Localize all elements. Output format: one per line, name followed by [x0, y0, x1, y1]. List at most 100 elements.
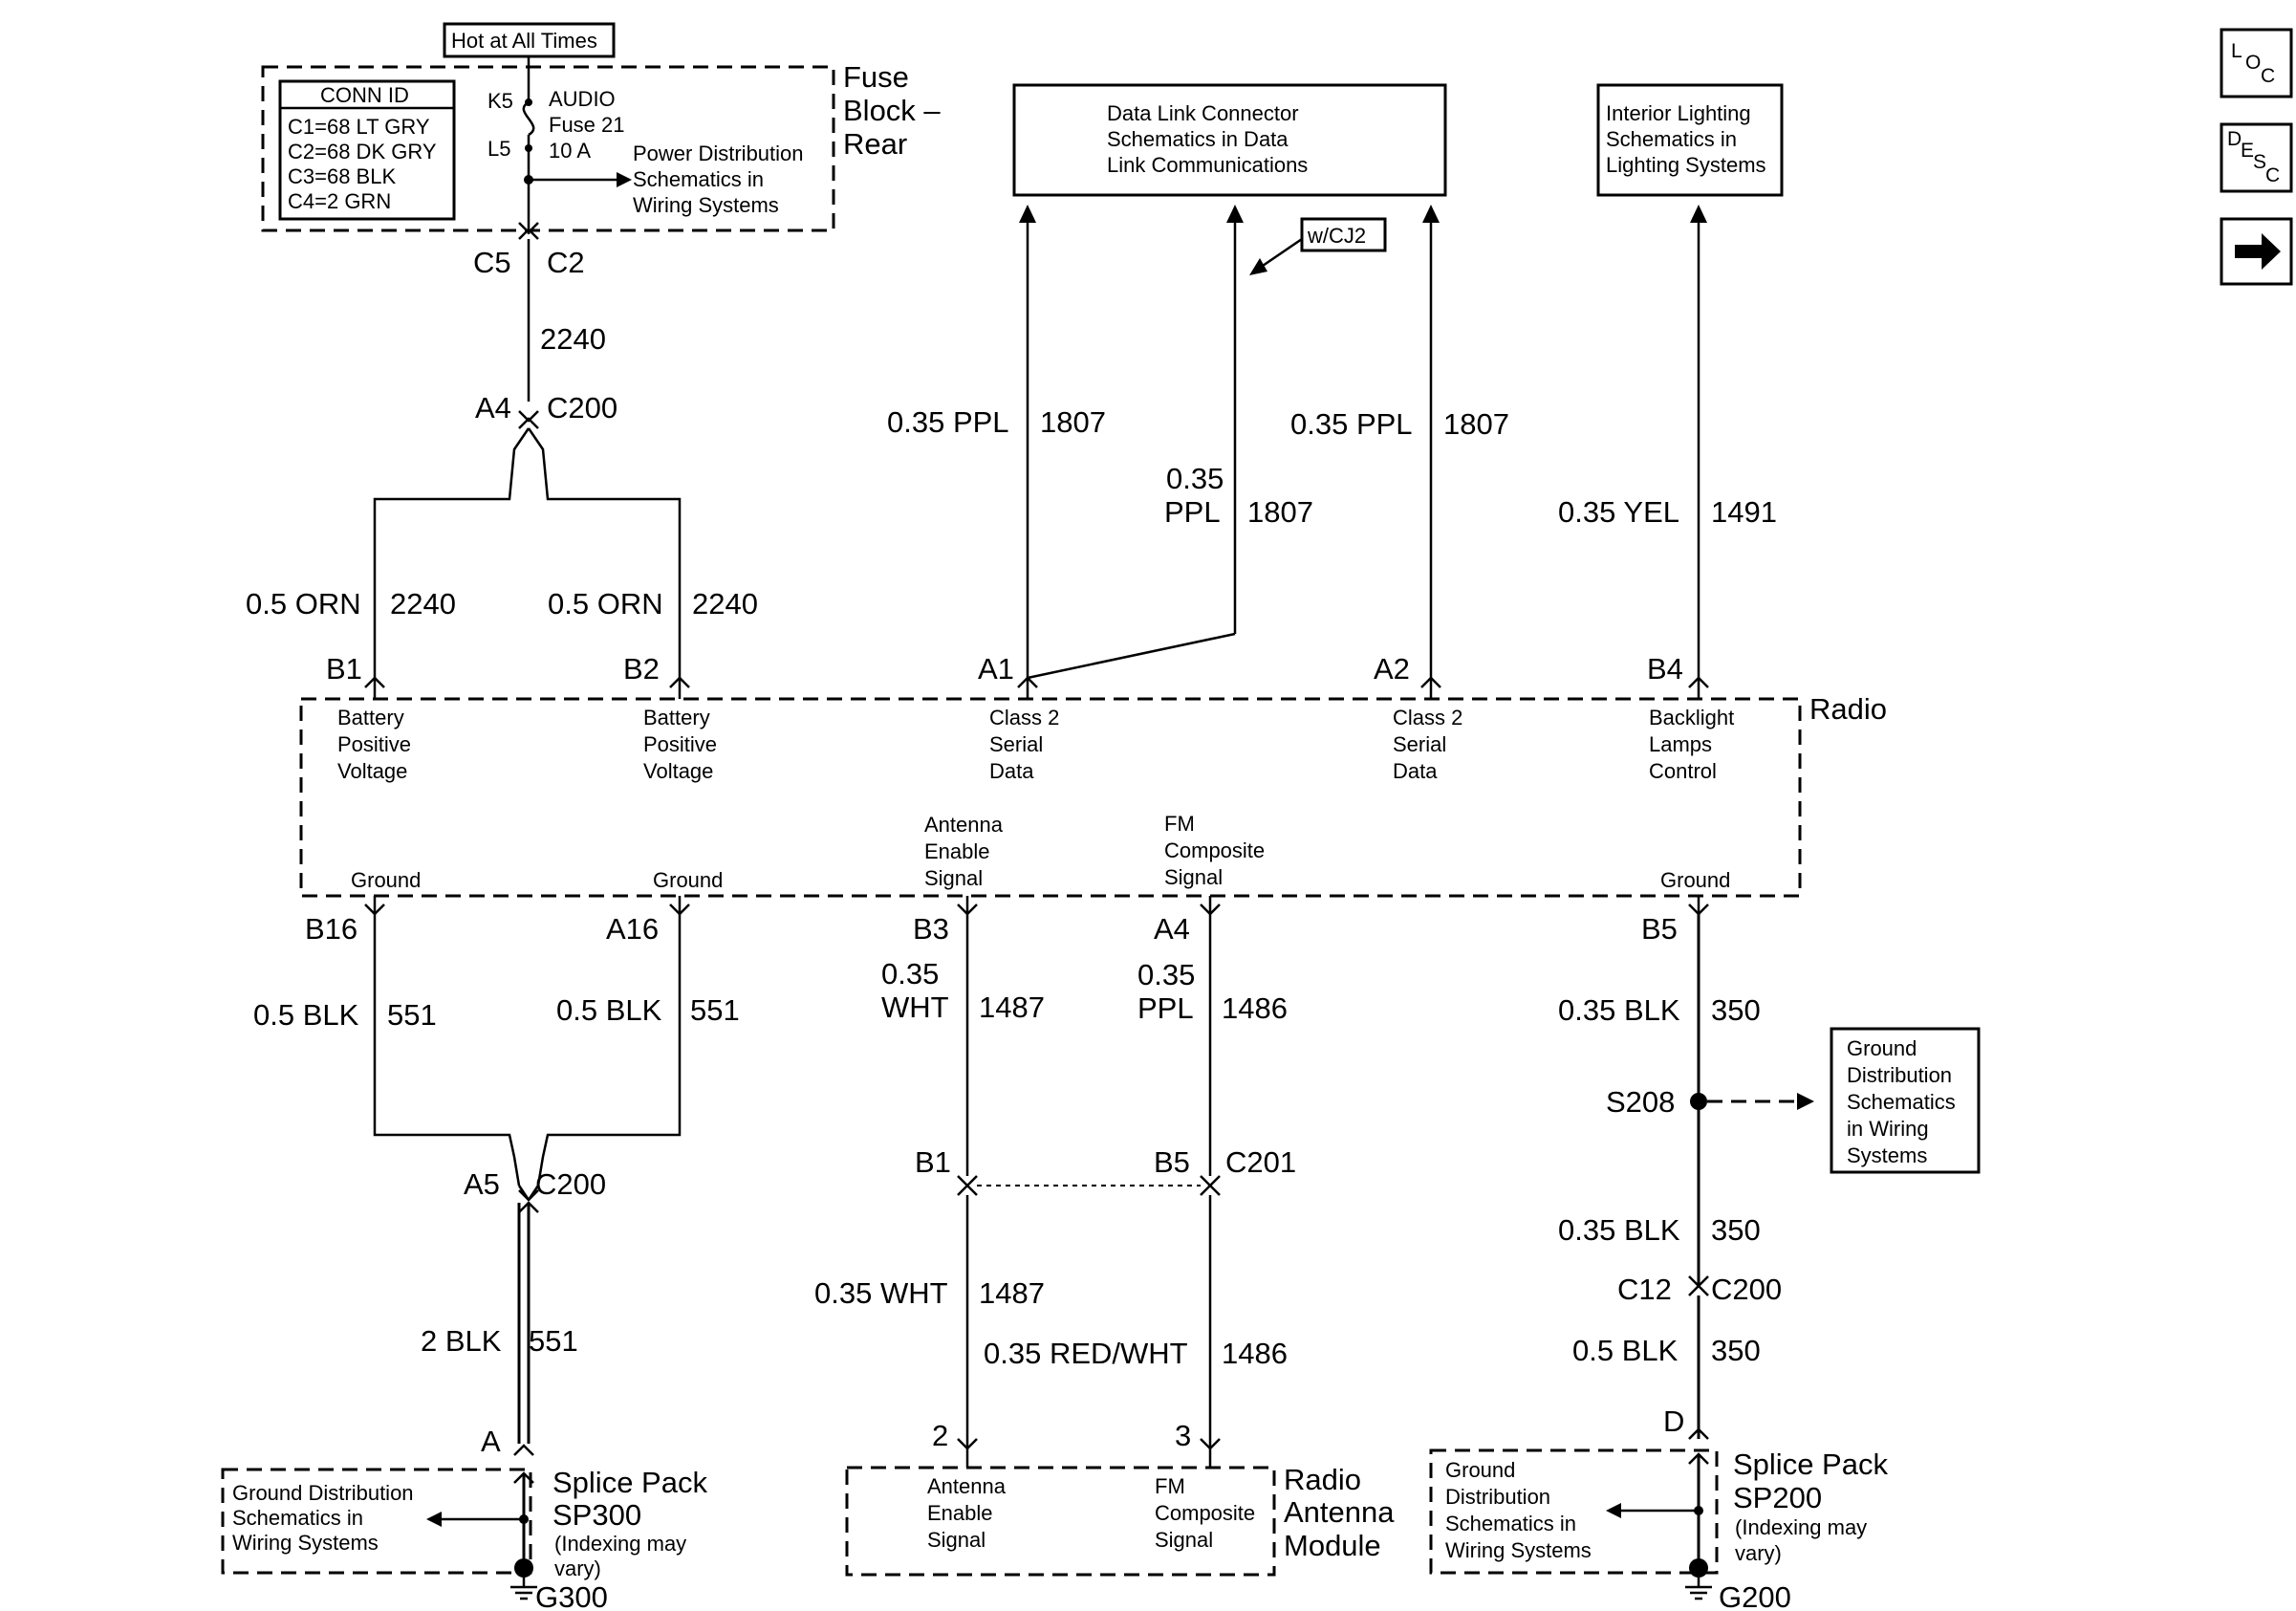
- connector-b5: B5: [1154, 1145, 1190, 1179]
- pin-function-label: Backlight: [1649, 706, 1734, 729]
- pin-function-label: Composite: [1164, 838, 1265, 862]
- circuit-2240: 2240: [540, 322, 606, 356]
- module-function-label: Signal: [1155, 1528, 1213, 1552]
- pin-function-label: Voltage: [337, 759, 407, 783]
- loc-button[interactable]: L O C: [2220, 28, 2293, 98]
- power-distribution-ref: Power Distribution: [633, 142, 804, 165]
- pin-function-label: Battery: [337, 706, 404, 729]
- fuse-block-outline: [261, 65, 835, 232]
- pin-function-label: Serial: [989, 732, 1043, 756]
- lighting-ref-text: Schematics in: [1606, 127, 1737, 151]
- splice-pack-id: SP200: [1733, 1481, 1822, 1514]
- pin-a16: A16: [606, 912, 659, 946]
- loc-letter-o: O: [2245, 52, 2261, 74]
- desc-letter-e: E: [2241, 140, 2254, 162]
- antenna-module-title: Antenna: [1284, 1495, 1395, 1529]
- option-cj2-label: w/CJ2: [1307, 224, 1366, 248]
- pin-function-label: Positive: [337, 732, 411, 756]
- pin-a4: A4: [1154, 912, 1190, 946]
- connector-b1: B1: [915, 1145, 951, 1179]
- circuit-number: 1486: [1222, 991, 1288, 1025]
- connector-a4: A4: [475, 391, 511, 425]
- pin-function-label: Data: [1393, 759, 1438, 783]
- power-distribution-ref: Wiring Systems: [633, 193, 779, 217]
- module-function-label: Signal: [927, 1528, 986, 1552]
- pin-b16: B16: [305, 912, 357, 946]
- desc-button[interactable]: D E S C: [2220, 122, 2293, 193]
- fuse-name: AUDIO: [549, 87, 616, 111]
- lighting-ref-text: Interior Lighting: [1606, 101, 1751, 125]
- wire-gauge-label: 0.35 RED/WHT: [984, 1337, 1188, 1370]
- dlc-ref-text: Link Communications: [1107, 153, 1308, 177]
- ground-distribution-ref: Ground Distribution: [232, 1481, 414, 1505]
- pin-function-label: Signal: [924, 866, 983, 890]
- connector-c200: C200: [547, 391, 617, 425]
- pin-a1: A1: [978, 652, 1014, 686]
- circuit-number: 2240: [692, 587, 758, 620]
- antenna-module-title: Module: [1284, 1529, 1381, 1562]
- wire-gauge-label: 0.35: [1166, 462, 1224, 495]
- loc-letter-l: L: [2231, 40, 2242, 62]
- wire-gauge-label: 0.5 ORN: [548, 587, 663, 620]
- pin-function-label: Battery: [643, 706, 710, 729]
- circuit-number: 551: [690, 993, 740, 1027]
- ground-distribution-ref: Systems: [1847, 1143, 1927, 1167]
- circuit-number: 1807: [1247, 495, 1313, 529]
- pin-function-label: Antenna: [924, 813, 1004, 837]
- next-arrow-button[interactable]: [2220, 217, 2293, 286]
- module-function-label: FM: [1155, 1474, 1185, 1498]
- radio-title: Radio: [1809, 692, 1887, 726]
- module-function-label: Composite: [1155, 1501, 1255, 1525]
- indexing-note: vary): [554, 1557, 601, 1580]
- pin-b3: B3: [913, 912, 949, 946]
- fuse-terminal-l5: L5: [487, 137, 510, 161]
- power-distribution-ref: Schematics in: [633, 167, 764, 191]
- wire-gauge-label: 0.35 WHT: [814, 1276, 948, 1310]
- pin-function-label: Data: [989, 759, 1034, 783]
- fuse-symbol: [522, 100, 535, 137]
- connector-a5: A5: [464, 1167, 500, 1201]
- circuit-number: 350: [1711, 1334, 1761, 1367]
- wire-gauge-label: 0.35 YEL: [1558, 495, 1679, 529]
- pin-3: 3: [1175, 1419, 1191, 1452]
- conn-id-entry: C2=68 DK GRY: [288, 140, 437, 163]
- pin-function-label: Ground: [351, 868, 421, 892]
- pin-a2: A2: [1374, 652, 1410, 686]
- connector-c2: C2: [547, 246, 585, 279]
- circuit-number: 1807: [1040, 405, 1106, 439]
- connector-c5: C5: [473, 246, 511, 279]
- ground-g300: G300: [535, 1580, 608, 1611]
- ground-distribution-ref: Schematics: [1847, 1090, 1956, 1114]
- ground-distribution-ref: in Wiring: [1847, 1117, 1929, 1141]
- wire-gauge-label: 0.35 PPL: [887, 405, 1009, 439]
- indexing-note: (Indexing may: [1735, 1515, 1867, 1539]
- pin-function-label: Signal: [1164, 865, 1223, 889]
- desc-letter-d: D: [2227, 128, 2242, 150]
- splice-pack-title: Splice Pack: [552, 1466, 707, 1499]
- circuit-number: 1491: [1711, 495, 1777, 529]
- pin-function-label: Serial: [1393, 732, 1446, 756]
- pin-b4: B4: [1647, 652, 1683, 686]
- loc-letter-c: C: [2261, 65, 2275, 87]
- connector-c200: C200: [1711, 1273, 1782, 1306]
- circuit-number: 551: [387, 998, 437, 1032]
- splice-pack-id: SP300: [552, 1498, 641, 1532]
- pin-b2: B2: [623, 652, 660, 686]
- ground-distribution-ref: Ground: [1445, 1458, 1515, 1482]
- wire-gauge-label: 0.35 BLK: [1558, 1213, 1680, 1247]
- sp300-outline: [221, 1468, 532, 1575]
- pin-2: 2: [932, 1419, 948, 1452]
- radio-antenna-module-outline: [845, 1466, 1276, 1577]
- fuse-terminal-k5: K5: [487, 89, 513, 113]
- pin-a: A: [481, 1425, 501, 1458]
- pin-function-label: Positive: [643, 732, 717, 756]
- splice-pack-title: Splice Pack: [1733, 1448, 1888, 1481]
- wire-gauge-label: PPL: [1164, 495, 1221, 529]
- ground-distribution-ref: Schematics in: [1445, 1512, 1576, 1535]
- ground-distribution-ref: Wiring Systems: [1445, 1538, 1592, 1562]
- dlc-ref-text: Schematics in Data: [1107, 127, 1289, 151]
- fuse-rating: 10 A: [549, 139, 591, 163]
- splice-s208: S208: [1606, 1085, 1675, 1119]
- fuse-block-title: Fuse: [843, 60, 909, 94]
